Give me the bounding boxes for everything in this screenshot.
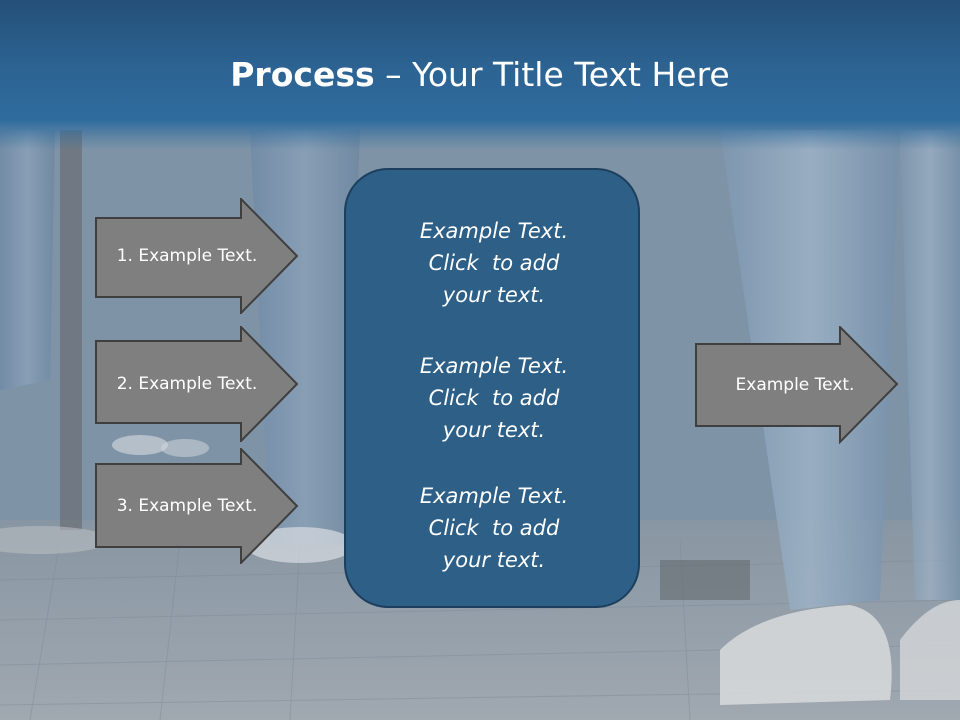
process-step-arrow-3[interactable]: 3. Example Text. <box>95 448 299 564</box>
slide-title: Process – Your Title Text Here <box>0 52 960 98</box>
center-block-1-line-3: your text. <box>442 283 546 307</box>
process-step-arrow-2[interactable]: 2. Example Text. <box>95 326 299 442</box>
right-arrow-shape-icon <box>95 198 299 314</box>
right-arrow-shape-icon <box>695 326 899 444</box>
title-bold: Process <box>230 55 375 94</box>
step-label-2: 2. Example Text. <box>116 374 258 394</box>
center-block-1-line-2: Click to add <box>428 251 560 275</box>
result-arrow[interactable]: Example Text. <box>695 326 899 444</box>
center-block-2-line-2: Click to add <box>428 386 560 410</box>
step-label-3: 3. Example Text. <box>116 496 258 516</box>
center-block-3-line-1: Example Text. <box>419 484 569 508</box>
center-block-2-line-1: Example Text. <box>419 354 569 378</box>
center-text-block-1[interactable]: Example Text. Click to add your text. <box>346 215 642 311</box>
center-text-block-2[interactable]: Example Text. Click to add your text. <box>346 350 642 446</box>
step-label-1: 1. Example Text. <box>116 246 258 266</box>
process-step-arrow-1[interactable]: 1. Example Text. <box>95 198 299 314</box>
center-block-1-line-1: Example Text. <box>419 219 569 243</box>
title-rest: – Your Title Text Here <box>374 55 730 94</box>
center-text-box[interactable]: Example Text. Click to add your text. Ex… <box>344 168 640 608</box>
center-block-2-line-3: your text. <box>442 418 546 442</box>
center-block-3-line-3: your text. <box>442 548 546 572</box>
title-band <box>0 0 960 150</box>
center-text-block-3[interactable]: Example Text. Click to add your text. <box>346 480 642 576</box>
result-label: Example Text. <box>735 375 855 395</box>
right-arrow-shape-icon <box>95 326 299 442</box>
center-block-3-line-2: Click to add <box>428 516 560 540</box>
right-arrow-shape-icon <box>95 448 299 564</box>
